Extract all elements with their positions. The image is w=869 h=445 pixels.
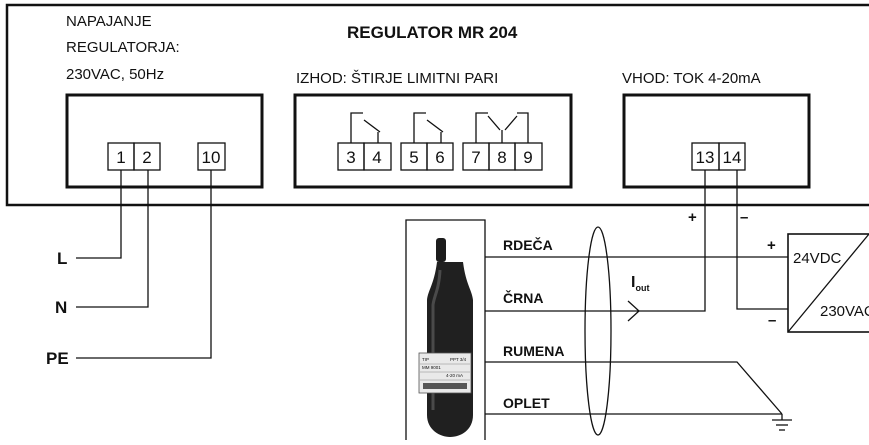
- power-label-line-2: REGULATORJA:: [66, 39, 180, 56]
- current-arrow: [627, 300, 640, 322]
- terminal-number: 13: [696, 148, 715, 167]
- terminal-box: [133, 142, 161, 171]
- output-label: IZHOD: ŠTIRJE LIMITNI PARI: [296, 70, 498, 87]
- wire-pe: [76, 170, 212, 359]
- regulator-title: REGULATOR MR 204: [347, 23, 518, 42]
- relay-contact-3-4: [350, 112, 381, 143]
- power-supply-ac-label: 230VAC: [820, 303, 869, 320]
- output-connector-block: [293, 93, 573, 189]
- power-label-line-3: 230VAC, 50Hz: [66, 66, 164, 83]
- terminal-number: 6: [435, 148, 444, 167]
- wire-n: [76, 170, 149, 308]
- terminal-number: 7: [471, 148, 480, 167]
- supply-wiring: + – + –: [688, 170, 788, 329]
- ground-icon: [772, 414, 792, 431]
- cable-bundle: [584, 226, 612, 436]
- terminal-number: 5: [409, 148, 418, 167]
- psu-minus-sign: –: [768, 312, 776, 329]
- input-connector-block: [622, 93, 811, 189]
- power-supply-box: [787, 233, 869, 333]
- wire-terminal-14-minus: [736, 170, 788, 310]
- terminal-number: 3: [346, 148, 355, 167]
- probe-label-line: TIP: [422, 357, 429, 362]
- wire-rumena: [485, 361, 783, 415]
- terminal-number: 2: [142, 148, 151, 167]
- terminal-14-polarity: –: [740, 209, 748, 226]
- wire-crna: [485, 170, 706, 312]
- power-label-line-1: NAPAJANJE: [66, 13, 152, 30]
- power-supply-dc-label: 24VDC: [793, 250, 842, 267]
- input-terminals: 13 14: [691, 142, 746, 171]
- wire-label-rdeca: RDEČA: [503, 236, 553, 253]
- relay-contact-7-8-9: [475, 112, 529, 143]
- probe-label-line: 4-20 mA: [446, 373, 463, 378]
- mains-wiring: L N PE: [46, 170, 212, 368]
- power-label: NAPAJANJE REGULATORJA: 230VAC, 50Hz: [66, 13, 180, 83]
- terminal-number: 8: [497, 148, 506, 167]
- power-supply-divider: [787, 233, 869, 333]
- regulator-housing: [5, 3, 869, 207]
- terminal-number: 4: [372, 148, 381, 167]
- psu-plus-sign: +: [767, 237, 776, 254]
- terminal-number: 9: [523, 148, 532, 167]
- mains-label-pe: PE: [46, 349, 69, 368]
- sensor-wires: RDEČA ČRNA RUMENA OPLET: [485, 170, 788, 415]
- current-label: Iout: [631, 274, 649, 293]
- current-label-sub: out: [635, 283, 649, 293]
- pressure-probe-image: TIP PPT 3/4 MM 9001 4-20 mA: [418, 238, 473, 437]
- sensor-frame: [405, 219, 486, 440]
- wire-label-rumena: RUMENA: [503, 343, 564, 359]
- terminal-box: [426, 142, 454, 171]
- power-connector-block: [65, 93, 264, 189]
- input-label: VHOD: TOK 4-20mA: [622, 70, 761, 87]
- power-supply: 24VDC 230VAC: [787, 233, 869, 333]
- wire-label-crna: ČRNA: [503, 289, 543, 306]
- wire-label-oplet: OPLET: [503, 395, 550, 411]
- terminal-number: 14: [723, 148, 742, 167]
- probe-label-line: MM 9001: [422, 365, 441, 370]
- terminal-number: 1: [116, 148, 125, 167]
- mains-label-n: N: [55, 298, 67, 317]
- terminal-13-polarity: +: [688, 209, 697, 226]
- relay-contact-5-6: [413, 112, 444, 143]
- terminal-box: [718, 142, 746, 171]
- terminal-number: 10: [202, 148, 221, 167]
- relay-contact-symbols: [350, 112, 529, 143]
- wire-l: [76, 170, 122, 259]
- current-label-main: I: [631, 274, 635, 291]
- mains-label-l: L: [57, 249, 67, 268]
- probe-label-line: PPT 3/4: [450, 357, 467, 362]
